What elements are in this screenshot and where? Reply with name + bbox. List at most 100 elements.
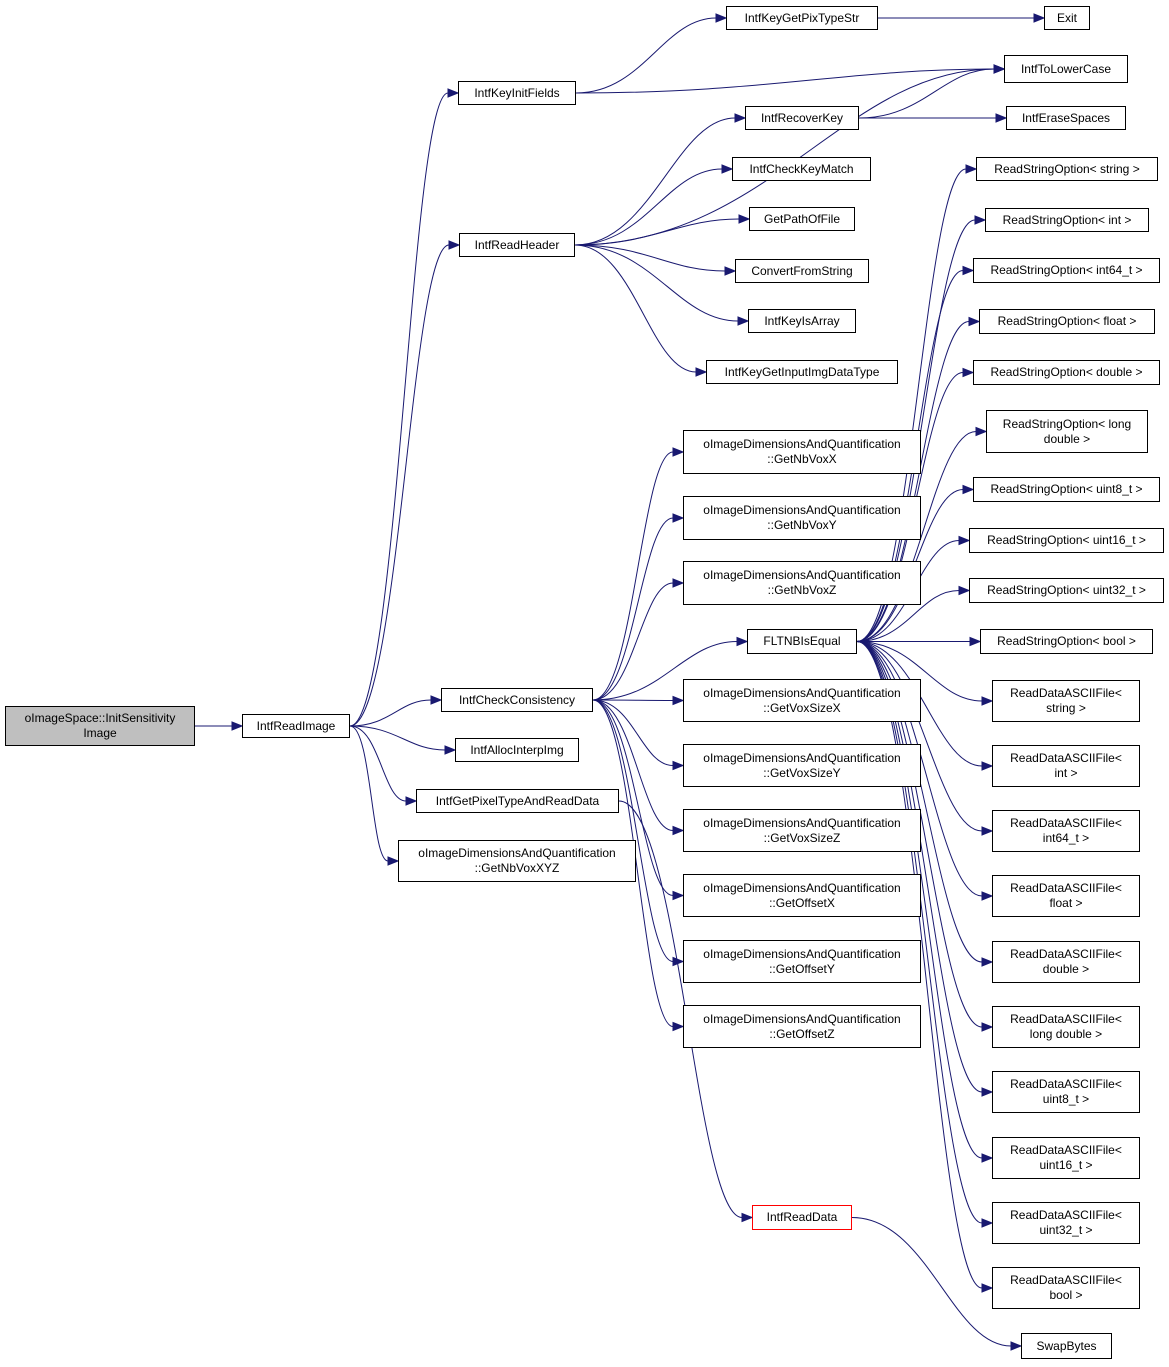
edge-fltnb-to-rda-double xyxy=(856,641,983,963)
node-offsetz[interactable]: oImageDimensionsAndQuantification ::GetO… xyxy=(683,1005,921,1048)
node-root: oImageSpace::InitSensitivity Image xyxy=(5,706,195,746)
arrowhead xyxy=(981,696,994,706)
node-swapbytes[interactable]: SwapBytes xyxy=(1021,1333,1112,1359)
arrowhead xyxy=(981,1153,994,1163)
node-rda-int[interactable]: ReadDataASCIIFile< int > xyxy=(992,745,1140,787)
edge-readimage-to-nbvoxxyz xyxy=(349,725,389,862)
node-label: oImageDimensionsAndQuantification ::GetO… xyxy=(703,946,901,976)
node-inputimgtype[interactable]: IntfKeyGetInputImgDataType xyxy=(706,360,898,384)
node-getpixeltype[interactable]: IntfGetPixelTypeAndReadData xyxy=(416,789,619,813)
node-label: ReadStringOption< int > xyxy=(1002,212,1132,227)
node-label: ReadDataASCIIFile< int > xyxy=(1010,751,1122,780)
node-rda-bool[interactable]: ReadDataASCIIFile< bool > xyxy=(992,1267,1140,1309)
arrowhead xyxy=(672,513,685,523)
node-rda-uint16[interactable]: ReadDataASCIIFile< uint16_t > xyxy=(992,1137,1140,1179)
arrowhead xyxy=(1033,13,1046,23)
node-checkconsistency[interactable]: IntfCheckConsistency xyxy=(441,688,593,712)
edge-checkconsistency-to-fltnb xyxy=(592,641,738,701)
edge-checkconsistency-to-offsety xyxy=(592,699,674,962)
node-offsety[interactable]: oImageDimensionsAndQuantification ::GetO… xyxy=(683,940,921,983)
arrowhead xyxy=(387,856,400,866)
node-rda-uint8[interactable]: ReadDataASCIIFile< uint8_t > xyxy=(992,1071,1140,1113)
node-checkkeymatch[interactable]: IntfCheckKeyMatch xyxy=(732,157,871,181)
arrowhead xyxy=(958,585,971,596)
node-voxsizex[interactable]: oImageDimensionsAndQuantification ::GetV… xyxy=(683,679,921,722)
node-label: GetPathOfFile xyxy=(763,211,841,226)
node-rso-string[interactable]: ReadStringOption< string > xyxy=(976,157,1158,181)
edge-fltnb-to-rso-longdouble xyxy=(856,431,977,642)
node-label: IntfKeyInitFields xyxy=(474,85,560,100)
node-rda-string[interactable]: ReadDataASCIIFile< string > xyxy=(992,680,1140,722)
node-readdata[interactable]: IntfReadData xyxy=(752,1205,852,1230)
node-rda-int64[interactable]: ReadDataASCIIFile< int64_t > xyxy=(992,810,1140,852)
arrowhead xyxy=(724,266,737,276)
node-fltnb[interactable]: FLTNBIsEqual xyxy=(747,629,857,654)
edge-fltnb-to-rso-uint32 xyxy=(856,590,960,642)
node-keyisarray[interactable]: IntfKeyIsArray xyxy=(748,309,856,333)
node-rso-uint32[interactable]: ReadStringOption< uint32_t > xyxy=(969,578,1164,603)
arrowhead xyxy=(1010,1341,1023,1351)
node-pixtypestr[interactable]: IntfKeyGetPixTypeStr xyxy=(726,6,878,30)
node-nbvoxxyz[interactable]: oImageDimensionsAndQuantification ::GetN… xyxy=(398,840,636,882)
node-tolower[interactable]: IntfToLowerCase xyxy=(1004,55,1128,83)
node-rda-float[interactable]: ReadDataASCIIFile< float > xyxy=(992,875,1140,917)
node-rda-longdouble[interactable]: ReadDataASCIIFile< long double > xyxy=(992,1006,1140,1048)
node-erasespaces[interactable]: IntfEraseSpaces xyxy=(1006,106,1126,130)
arrowhead xyxy=(736,636,749,647)
node-rso-uint16[interactable]: ReadStringOption< uint16_t > xyxy=(969,528,1164,553)
edge-readdata-to-swapbytes xyxy=(851,1217,1012,1347)
node-rso-longdouble[interactable]: ReadStringOption< long double > xyxy=(986,410,1148,453)
node-getpath[interactable]: GetPathOfFile xyxy=(749,207,855,231)
arrowhead xyxy=(672,1021,685,1032)
arrowhead xyxy=(672,825,685,836)
edge-fltnb-to-rda-uint16 xyxy=(856,641,983,1159)
edge-checkconsistency-to-nbvoxy xyxy=(592,517,674,701)
edge-keyinit-to-tolower xyxy=(575,68,995,94)
node-nbvoxy[interactable]: oImageDimensionsAndQuantification ::GetN… xyxy=(683,496,921,540)
node-recoverkey[interactable]: IntfRecoverKey xyxy=(745,106,859,130)
arrowhead xyxy=(981,957,994,967)
arrowhead xyxy=(672,890,685,901)
arrowhead xyxy=(672,447,685,457)
node-label: IntfGetPixelTypeAndReadData xyxy=(435,793,600,808)
node-label: IntfAllocInterpImg xyxy=(470,742,564,757)
node-keyinit[interactable]: IntfKeyInitFields xyxy=(458,81,576,105)
edge-fltnb-to-rda-int64 xyxy=(856,641,983,832)
node-label: Exit xyxy=(1056,10,1077,25)
node-rso-uint8[interactable]: ReadStringOption< uint8_t > xyxy=(973,477,1160,502)
node-rda-uint32[interactable]: ReadDataASCIIFile< uint32_t > xyxy=(992,1202,1140,1244)
node-exit[interactable]: Exit xyxy=(1044,6,1090,30)
node-rso-float[interactable]: ReadStringOption< float > xyxy=(979,309,1155,334)
arrowhead xyxy=(672,760,685,771)
node-offsetx[interactable]: oImageDimensionsAndQuantification ::GetO… xyxy=(683,874,921,917)
node-voxsizey[interactable]: oImageDimensionsAndQuantification ::GetV… xyxy=(683,744,921,787)
node-nbvoxz[interactable]: oImageDimensionsAndQuantification ::GetN… xyxy=(683,561,921,605)
node-label: ReadStringOption< string > xyxy=(994,161,1140,176)
node-rda-double[interactable]: ReadDataASCIIFile< double > xyxy=(992,941,1140,983)
edge-readimage-to-checkconsistency xyxy=(349,699,432,727)
node-readimage[interactable]: IntfReadImage xyxy=(242,714,350,738)
node-rso-int[interactable]: ReadStringOption< int > xyxy=(985,208,1149,232)
node-label: ReadStringOption< double > xyxy=(990,365,1143,379)
node-rso-int64[interactable]: ReadStringOption< int64_t > xyxy=(973,258,1160,283)
edge-checkconsistency-to-voxsizey xyxy=(592,699,674,766)
node-label: IntfKeyIsArray xyxy=(764,313,840,328)
node-rso-bool[interactable]: ReadStringOption< bool > xyxy=(980,629,1153,654)
arrowhead xyxy=(672,695,685,706)
node-convertfrom[interactable]: ConvertFromString xyxy=(735,259,869,283)
edge-fltnb-to-rda-longdouble xyxy=(856,641,983,1028)
node-voxsizez[interactable]: oImageDimensionsAndQuantification ::GetV… xyxy=(683,809,921,852)
node-rso-double[interactable]: ReadStringOption< double > xyxy=(973,360,1160,385)
node-label: ReadDataASCIIFile< bool > xyxy=(1010,1273,1122,1302)
node-label: oImageDimensionsAndQuantification ::GetN… xyxy=(703,437,901,466)
node-readheader[interactable]: IntfReadHeader xyxy=(459,233,575,257)
node-allocinterp[interactable]: IntfAllocInterpImg xyxy=(455,738,579,762)
node-nbvoxx[interactable]: oImageDimensionsAndQuantification ::GetN… xyxy=(683,430,921,474)
edge-checkconsistency-to-nbvoxx xyxy=(592,451,674,701)
node-label: FLTNBIsEqual xyxy=(763,634,841,648)
node-label: oImageDimensionsAndQuantification ::GetN… xyxy=(703,503,901,532)
node-label: oImageSpace::InitSensitivity Image xyxy=(24,711,176,740)
node-label: ReadStringOption< float > xyxy=(997,314,1137,328)
